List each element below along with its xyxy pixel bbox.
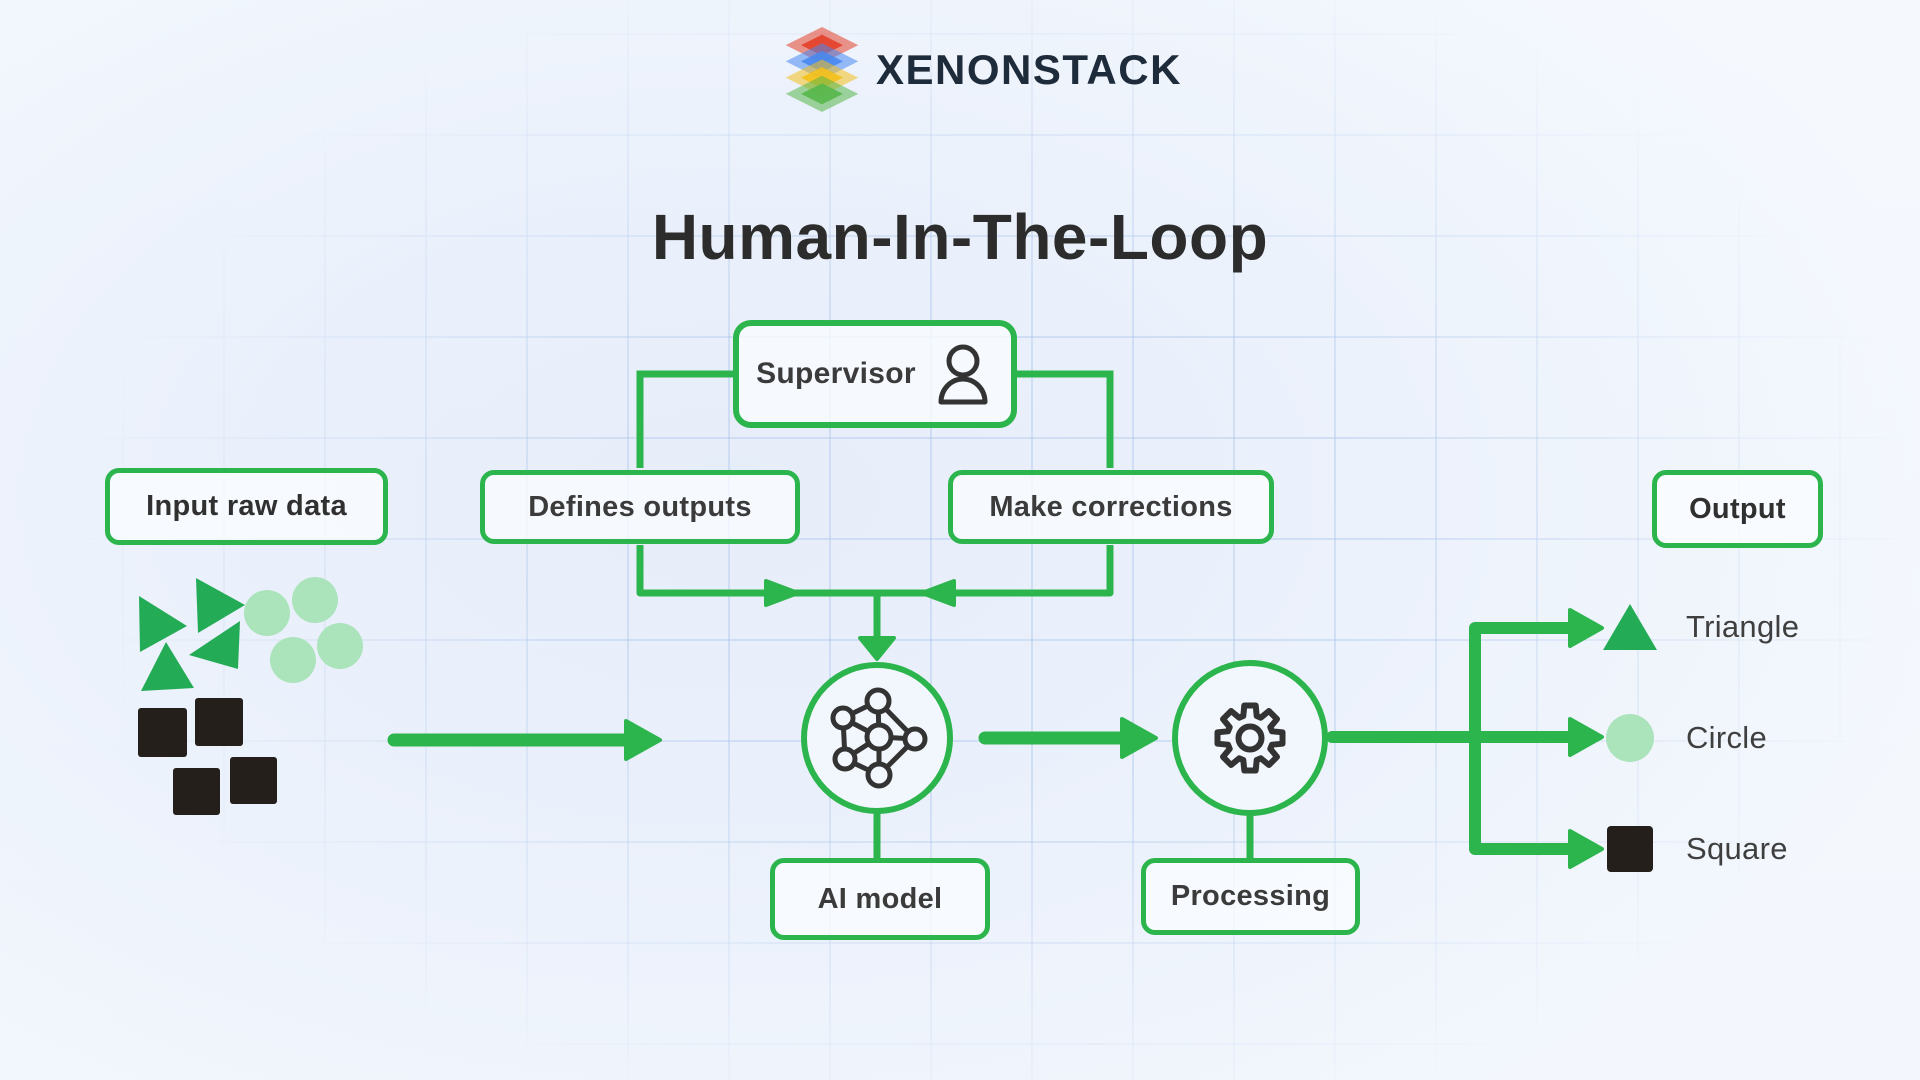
output-label: Output xyxy=(1689,492,1786,525)
arrowhead-branch-middle xyxy=(1568,717,1604,757)
circle-label: Circle xyxy=(1686,720,1768,755)
ai-model-label: AI model xyxy=(817,882,943,915)
processing-circle xyxy=(1172,660,1328,816)
arrowhead-input-to-ai xyxy=(624,719,662,761)
output-node: Output xyxy=(1652,470,1823,548)
gear-icon xyxy=(1214,702,1286,774)
brand-header: XENONSTACK xyxy=(780,22,1182,118)
defines-outputs-label: Defines outputs xyxy=(528,490,752,523)
wire-junction-bus xyxy=(636,545,1114,597)
layer-stack-icon xyxy=(785,27,859,112)
legend-row-circle: Circle xyxy=(1602,712,1767,764)
arrowhead-ai-to-processing xyxy=(1120,717,1158,759)
defines-outputs-node: Defines outputs xyxy=(480,470,800,544)
square-shape xyxy=(1602,826,1658,872)
wire-supervisor-right xyxy=(1017,370,1114,468)
ai-model-label-node: AI model xyxy=(770,858,990,940)
wire-output-branch xyxy=(1469,622,1572,855)
triangle-shape xyxy=(1602,604,1658,650)
supervisor-label: Supervisor xyxy=(756,357,916,390)
arrowhead-branch-top xyxy=(1568,608,1604,648)
square-label: Square xyxy=(1686,831,1788,866)
raw-data-shapes xyxy=(138,577,363,815)
input-raw-data-node: Input raw data xyxy=(105,468,388,545)
page-title: Human-In-The-Loop xyxy=(651,201,1269,273)
brand-name: XENONSTACK xyxy=(876,46,1182,93)
processing-label: Processing xyxy=(1170,880,1331,912)
make-corrections-node: Make corrections xyxy=(948,470,1274,544)
logo-layer-green xyxy=(785,75,859,112)
raw-circles xyxy=(244,577,363,683)
arrowhead-branch-bottom xyxy=(1568,829,1604,869)
raw-squares xyxy=(138,698,277,815)
arrowhead-junction-right xyxy=(764,579,800,607)
input-raw-data-label: Input raw data xyxy=(146,490,347,522)
ai-model-circle xyxy=(801,662,953,814)
circle-shape xyxy=(1602,714,1658,762)
arrowhead-junction-left xyxy=(920,579,956,607)
person-icon xyxy=(938,344,988,405)
arrowhead-down-ai xyxy=(858,636,896,661)
raw-triangles xyxy=(139,578,245,691)
legend-row-triangle: Triangle xyxy=(1602,601,1799,653)
neural-network-icon xyxy=(830,687,928,789)
legend-row-square: Square xyxy=(1602,823,1788,875)
wire-supervisor-left xyxy=(636,370,733,468)
make-corrections-label: Make corrections xyxy=(989,490,1233,523)
processing-label-node: Processing xyxy=(1141,858,1360,935)
supervisor-node: Supervisor xyxy=(733,320,1017,428)
triangle-label: Triangle xyxy=(1686,609,1800,644)
